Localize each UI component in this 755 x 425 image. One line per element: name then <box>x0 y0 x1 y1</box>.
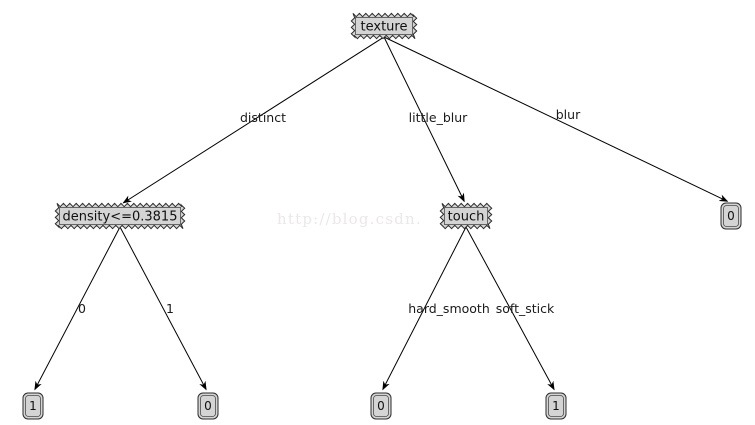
node-label: density<=0.3815 <box>63 210 178 225</box>
leaf-shape <box>720 202 742 230</box>
node-leaf_touch_soft[interactable]: 1 <box>545 392 567 420</box>
node-inner-border <box>59 207 181 225</box>
node-inner-border <box>444 207 488 225</box>
edge-label-text: blur <box>556 107 581 122</box>
edge-label-text: 0 <box>78 301 86 316</box>
edge-label-e-texture-little-blur: little_blur <box>409 110 468 125</box>
edge-label-text: 1 <box>166 301 174 316</box>
leaf-shape <box>545 392 567 420</box>
edge-e-texture-distinct <box>122 36 385 204</box>
edge-line <box>119 226 207 391</box>
leaf-inner-border <box>25 395 41 417</box>
node-leaf_blur[interactable]: 0 <box>720 202 742 230</box>
node-shape <box>54 202 186 230</box>
edge-line <box>382 226 467 391</box>
node-shape <box>439 202 493 230</box>
leaf-inner-border <box>548 395 564 417</box>
edge-label-e-touch-soft: soft_stick <box>496 301 555 316</box>
edge-label-e-density-1: 1 <box>166 301 174 316</box>
edge-e-density-1 <box>119 226 207 391</box>
leaf-label: 1 <box>552 399 560 413</box>
edge-label-e-texture-blur: blur <box>556 107 581 122</box>
edge-line <box>383 36 729 202</box>
node-texture[interactable]: texture <box>350 12 418 40</box>
edges-layer <box>34 36 729 391</box>
leaf-inner-border <box>200 395 216 417</box>
node-label: touch <box>448 210 485 225</box>
edge-line <box>383 36 465 203</box>
leaf-inner-border <box>373 395 389 417</box>
edge-line <box>34 226 121 391</box>
node-touch[interactable]: touch <box>439 202 493 230</box>
leaf-label: 0 <box>377 399 385 413</box>
node-label: texture <box>361 20 408 35</box>
edge-label-e-touch-hard: hard_smooth <box>408 301 490 316</box>
leaf-inner-border <box>723 205 739 227</box>
edge-line <box>122 36 385 204</box>
node-density[interactable]: density<=0.3815 <box>54 202 186 230</box>
leaf-label: 0 <box>727 209 735 223</box>
edge-label-text: distinct <box>240 110 286 125</box>
edge-line <box>465 226 555 391</box>
node-inner-border <box>355 17 413 35</box>
edge-label-text: hard_smooth <box>408 301 490 316</box>
node-leaf_touch_hard[interactable]: 0 <box>370 392 392 420</box>
edge-e-texture-little-blur <box>383 36 465 203</box>
edge-labels-layer: distinct little_blur blur 0 1 hard_smooth soft… <box>78 107 581 316</box>
leaf-shape <box>370 392 392 420</box>
edge-e-touch-soft <box>465 226 555 391</box>
edge-e-density-0 <box>34 226 121 391</box>
leaf-label: 1 <box>29 399 37 413</box>
edge-e-touch-hard <box>382 226 467 391</box>
edge-label-text: soft_stick <box>496 301 555 316</box>
leaf-shape <box>22 392 44 420</box>
nodes-layer: texture density<=0.3815 touch 0 1 0 0 1 <box>22 12 742 420</box>
edge-e-texture-blur <box>383 36 729 202</box>
watermark-text: http://blog.csdn. <box>277 210 422 228</box>
edge-label-text: little_blur <box>409 110 468 125</box>
edge-label-e-texture-distinct: distinct <box>240 110 286 125</box>
node-leaf_density_0[interactable]: 1 <box>22 392 44 420</box>
edge-label-e-density-0: 0 <box>78 301 86 316</box>
leaf-label: 0 <box>204 399 212 413</box>
node-shape <box>350 12 418 40</box>
leaf-shape <box>197 392 219 420</box>
node-leaf_density_1[interactable]: 0 <box>197 392 219 420</box>
